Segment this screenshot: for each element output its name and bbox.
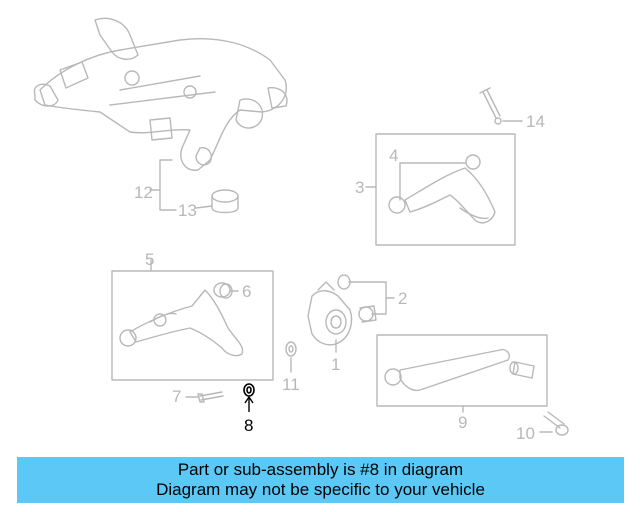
leader-13	[195, 205, 213, 209]
label-8: 8	[244, 416, 253, 435]
leader-12	[149, 159, 177, 211]
label-12: 12	[134, 183, 153, 202]
info-banner: Part or sub-assembly is #8 in diagram Di…	[17, 457, 624, 503]
label-11: 11	[282, 375, 300, 394]
label-3: 3	[355, 178, 364, 197]
label-7: 7	[172, 387, 181, 406]
part-9-lateral-link	[384, 348, 535, 392]
part-14-bolt	[479, 87, 502, 125]
part-8-nut-highlight	[243, 383, 255, 412]
part-1-knuckle	[307, 281, 353, 346]
label-1: 1	[331, 355, 340, 374]
rear-crossmember	[33, 17, 288, 171]
part-3-upper-arm	[388, 154, 496, 224]
label-14: 14	[526, 112, 545, 131]
label-9: 9	[458, 413, 467, 432]
part-5-lower-arm	[119, 282, 244, 357]
label-6: 6	[242, 282, 251, 301]
label-5: 5	[145, 250, 154, 269]
banner-line-2: Diagram may not be specific to your vehi…	[156, 480, 485, 499]
part-3-box	[375, 133, 516, 246]
label-10: 10	[516, 424, 535, 443]
label-2: 2	[398, 289, 407, 308]
label-13: 13	[178, 201, 197, 220]
part-11-washer	[285, 341, 297, 357]
parts-diagram: 1 2 3 4 5 6 7 9 10 11 12 13 14 8	[33, 17, 569, 443]
leader-2	[348, 281, 395, 315]
leader-4	[399, 162, 467, 201]
part-9-box	[376, 334, 548, 407]
part-7-bolt	[197, 391, 224, 403]
banner-line-1: Part or sub-assembly is #8 in diagram	[177, 460, 464, 479]
part-13-bushing	[211, 189, 239, 214]
part-5-box	[111, 270, 274, 381]
label-4: 4	[389, 146, 398, 165]
part-10-bolt	[543, 411, 569, 436]
